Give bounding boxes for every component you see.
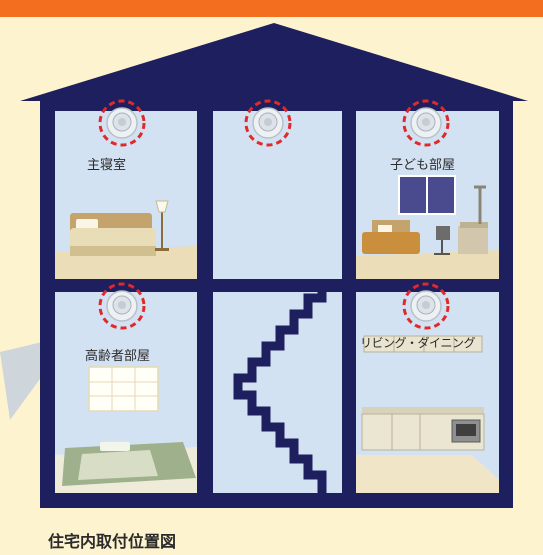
room-label-elderly-room: 高齢者部屋 <box>85 349 151 364</box>
room-label-kids-room: 子ども部屋 <box>390 158 456 173</box>
roof <box>20 23 528 101</box>
elderly-room-furniture <box>62 366 196 486</box>
room-stairs <box>213 292 342 493</box>
staircase <box>233 280 327 493</box>
floor-living <box>356 455 499 493</box>
kids-room-furniture <box>362 175 488 255</box>
kitchen <box>361 335 485 451</box>
room-label-master-bedroom: 主寝室 <box>87 158 127 173</box>
bed-master <box>70 200 169 256</box>
diagram-caption: 住宅内取付位置図 <box>48 532 177 551</box>
top-banner <box>0 0 543 17</box>
room-upper-middle <box>213 111 342 279</box>
room-label-living-dining: リビング・ダイニング <box>360 336 476 350</box>
floor-kids <box>356 250 499 279</box>
